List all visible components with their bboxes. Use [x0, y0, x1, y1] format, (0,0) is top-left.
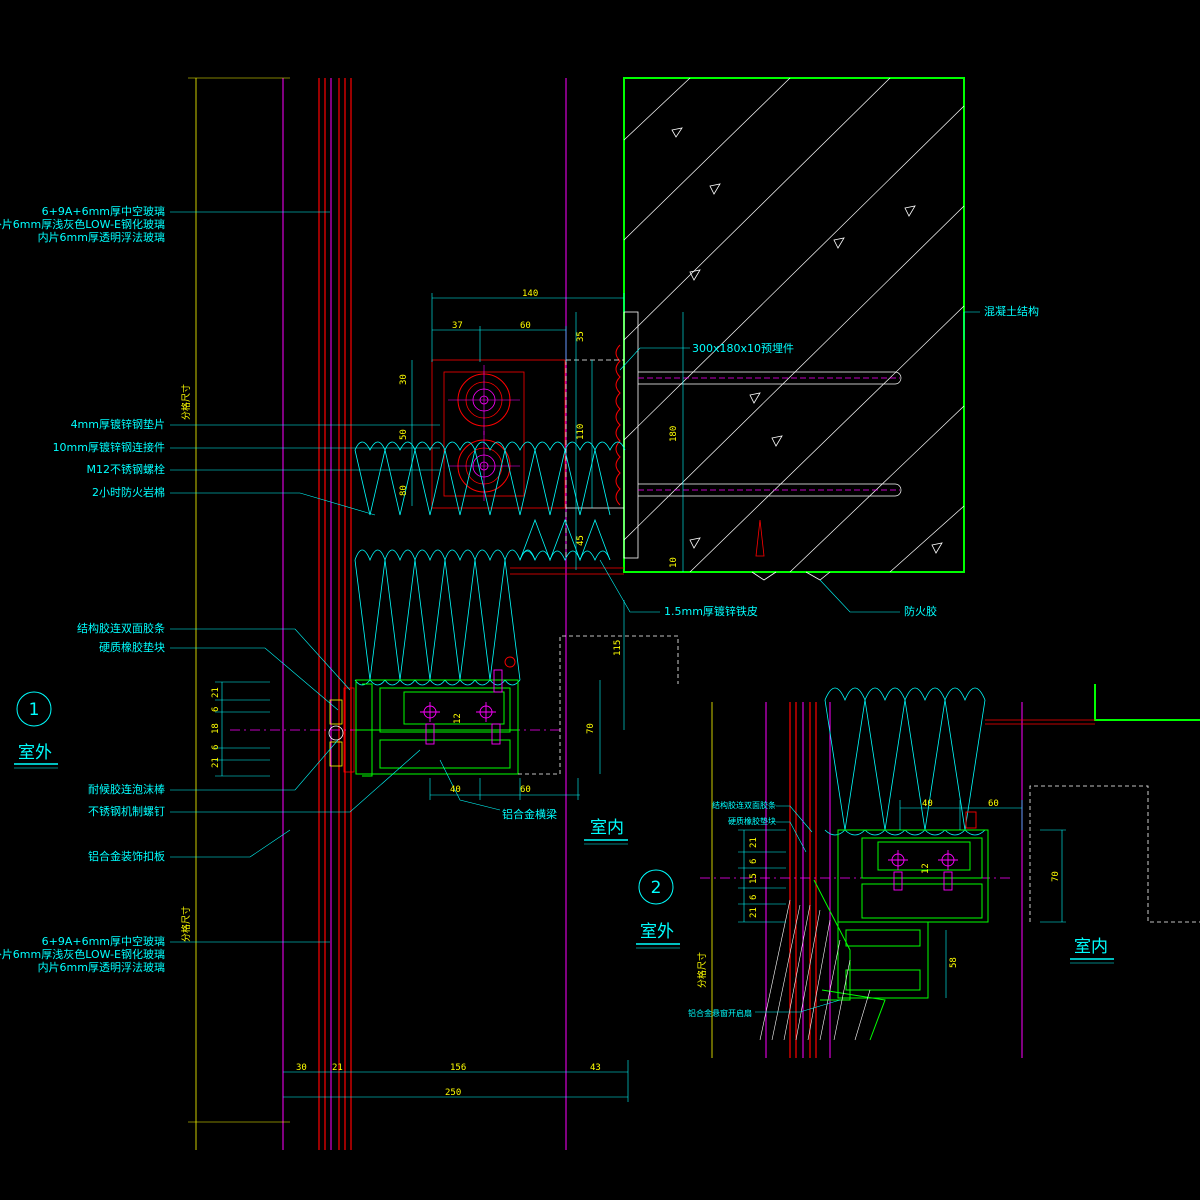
callout-transom: 铝合金横梁 — [502, 807, 557, 821]
detail-2-screws — [888, 811, 977, 891]
dim-6-lower: 6 — [211, 745, 221, 750]
dim-140: 140 — [522, 289, 538, 299]
d2-callout-structural-sealant: 结构胶连双面胶条 — [712, 800, 776, 810]
dim-21-lower: 21 — [211, 757, 221, 768]
dim-60-bottom: 60 — [520, 785, 531, 795]
d2-grid-dim-label: 分格尺寸 — [696, 952, 708, 988]
dim-45: 45 — [576, 535, 586, 546]
callout-concrete: 混凝土结构 — [984, 304, 1039, 318]
dim-bottom-43: 43 — [590, 1063, 601, 1073]
d2-dim-60: 60 — [988, 799, 999, 809]
dim-60-top: 60 — [520, 321, 531, 331]
dim-30: 30 — [399, 374, 409, 385]
callout-rubber-block: 硬质橡胶垫块 — [99, 640, 165, 654]
grid-dim-label-top: 分格尺寸 — [180, 384, 192, 420]
detail-1-leaders — [170, 211, 980, 943]
dim-50: 50 — [399, 429, 409, 440]
dim-bottom-30: 30 — [296, 1063, 307, 1073]
bolt-upper — [448, 365, 520, 435]
callout-galv-sheet: 1.5mm厚镀锌铁皮 — [664, 604, 758, 618]
dim-115: 115 — [613, 640, 623, 656]
detail-2-inside-label: 室内 — [1074, 937, 1108, 957]
dim-bottom-156: 156 — [450, 1063, 466, 1073]
detail-1-number: 1 — [29, 700, 40, 720]
callout-weather-sealant: 耐候胶连泡沫棒 — [88, 782, 165, 796]
detail-1-outside-label: 室外 — [18, 743, 52, 763]
dim-bottom-21: 21 — [332, 1063, 343, 1073]
dim-18: 18 — [211, 723, 221, 734]
callout-steel-shim: 4mm厚镀锌钢垫片 — [71, 417, 165, 431]
detail-2-texts: 结构胶连双面胶条 硬质橡胶垫块 铝合金悬窗开启扇 2 室外 室内 分格尺寸 40… — [636, 799, 1114, 1018]
dim-37: 37 — [452, 321, 463, 331]
rock-wool-insulation — [354, 441, 626, 686]
detail-2-vent-hatching — [759, 899, 871, 1041]
detail-2-dimensions — [738, 800, 1066, 998]
d2-dim-12: 12 — [921, 863, 931, 874]
glass-spec-bottom-line2: 外片6mm厚浅灰色LOW-E钢化玻璃 — [0, 947, 165, 961]
d2-dim-15: 15 — [749, 873, 759, 884]
transom-screws — [420, 656, 516, 745]
grid-dim-label-bottom: 分格尺寸 — [180, 906, 192, 942]
d2-callout-vent-frame: 铝合金悬窗开启扇 — [688, 1008, 752, 1018]
callout-structural-sealant: 结构胶连双面胶条 — [77, 621, 165, 635]
detail-2-aluminum-profiles — [813, 829, 989, 1041]
d2-dim-6-lower: 6 — [749, 895, 759, 900]
dim-bottom-250: 250 — [445, 1088, 461, 1098]
dim-21-upper: 21 — [211, 687, 221, 698]
dim-110: 110 — [576, 424, 586, 440]
callout-steel-connector: 10mm厚镀锌钢连接件 — [53, 440, 165, 454]
detail-1-section: 6+9A+6mm厚中空玻璃 外片6mm厚浅灰色LOW-E钢化玻璃 内片6mm厚透… — [0, 77, 1039, 1150]
glass-spec-top-line2: 外片6mm厚浅灰色LOW-E钢化玻璃 — [0, 217, 165, 231]
aluminum-transom — [355, 679, 519, 777]
callout-cover-plate: 铝合金装饰扣板 — [88, 849, 165, 863]
dim-6-upper: 6 — [211, 707, 221, 712]
detail-2-number-circle — [638, 869, 674, 905]
detail-2-lines — [700, 684, 1200, 1058]
detail-1-inside-label: 室内 — [590, 818, 624, 838]
dim-10: 10 — [669, 557, 679, 568]
dim-180: 180 — [669, 426, 679, 442]
callout-screw: 不锈钢机制螺钉 — [88, 804, 165, 818]
dim-40: 40 — [450, 785, 461, 795]
glass-spec-bottom-line1: 6+9A+6mm厚中空玻璃 — [42, 934, 165, 948]
d2-dim-70: 70 — [1051, 871, 1061, 882]
d2-dim-21-lower: 21 — [749, 907, 759, 918]
callout-bolt: M12不锈钢螺栓 — [87, 462, 166, 476]
dim-80: 80 — [399, 485, 409, 496]
glass-spec-top-line1: 6+9A+6mm厚中空玻璃 — [42, 204, 165, 218]
dim-12: 12 — [453, 713, 463, 724]
dim-35: 35 — [576, 331, 586, 342]
curtain-wall-lines — [188, 77, 567, 1150]
detail-1-dimensions — [215, 293, 684, 1102]
detail-2-leaders — [755, 805, 841, 1013]
detail-1-texts: 6+9A+6mm厚中空玻璃 外片6mm厚浅灰色LOW-E钢化玻璃 内片6mm厚透… — [0, 204, 1039, 1098]
d2-dim-40: 40 — [922, 799, 933, 809]
d2-dim-58: 58 — [949, 957, 959, 968]
interior-trim-outline — [518, 635, 679, 775]
glass-spec-top-line3: 内片6mm厚透明浮法玻璃 — [38, 230, 165, 244]
callout-rock-wool: 2小时防火岩棉 — [92, 485, 165, 499]
d2-dim-21-upper: 21 — [749, 837, 759, 848]
detail-1-number-circle — [16, 691, 52, 727]
d2-callout-rubber-block: 硬质橡胶垫块 — [728, 816, 776, 826]
glass-spec-bottom-line3: 内片6mm厚透明浮法玻璃 — [38, 960, 165, 974]
callout-embed-plate: 300x180x10预埋件 — [692, 342, 794, 355]
dim-70: 70 — [586, 723, 596, 734]
d2-dim-6-upper: 6 — [749, 859, 759, 864]
detail-2-number: 2 — [651, 878, 662, 898]
detail-2-outside-label: 室外 — [640, 922, 674, 942]
detail-2-section: 结构胶连双面胶条 硬质橡胶垫块 铝合金悬窗开启扇 2 室外 室内 分格尺寸 40… — [636, 684, 1200, 1058]
callout-fire-sealant: 防火胶 — [904, 604, 937, 618]
